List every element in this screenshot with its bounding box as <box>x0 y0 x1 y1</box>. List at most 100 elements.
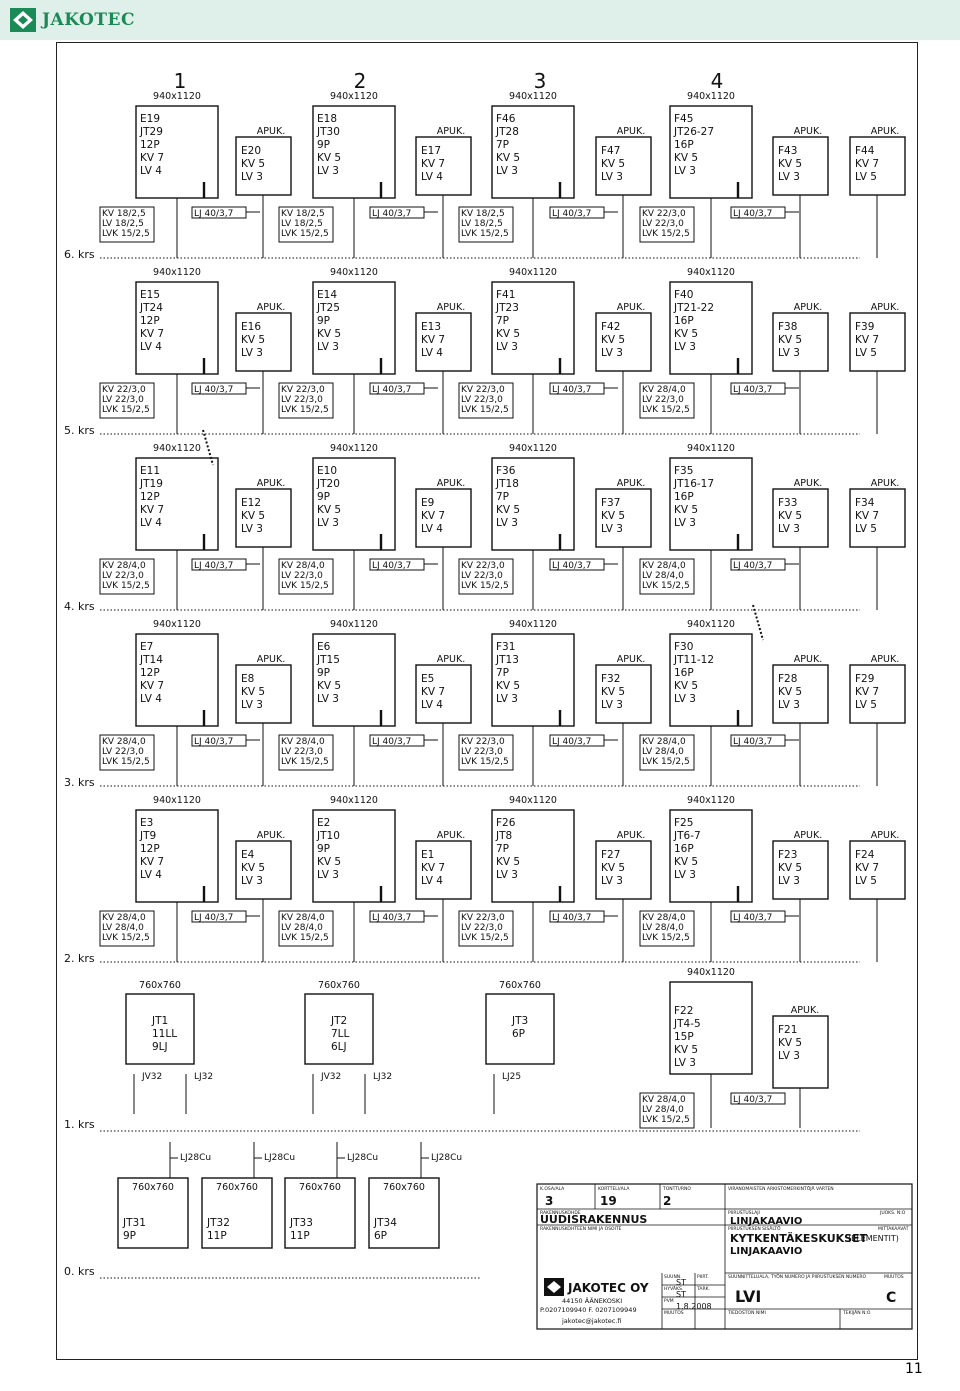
cabinet-text: KV 5 <box>496 856 520 868</box>
column-number: 2 <box>354 69 367 93</box>
cabinet-size-label: 940x1120 <box>687 443 735 454</box>
brand-name: JAKOTEC <box>42 10 135 30</box>
cable-spec-text: LV 22/3,0 <box>461 395 503 405</box>
cabinet-text: 6P <box>512 1028 525 1040</box>
auxiliary-text: LV 5 <box>855 875 877 887</box>
cabinet-text: 12P <box>140 843 160 855</box>
auxiliary-text: LV 4 <box>421 699 443 711</box>
return-cable-text: LJ 40/3,7 <box>372 913 411 923</box>
return-cable-text: LJ 40/3,7 <box>733 385 772 395</box>
cable-spec-text: KV 28/4,0 <box>102 737 146 747</box>
auxiliary-text: E16 <box>241 321 261 333</box>
cabinet-text: KV 7 <box>140 328 164 340</box>
feed-label: LJ28Cu <box>347 1153 378 1163</box>
return-cable-text: LJ 40/3,7 <box>372 385 411 395</box>
cabinet-text: JT1 <box>151 1015 168 1027</box>
company-email: jakotec@jakotec.fi <box>561 1317 622 1325</box>
auxiliary-text: LV 5 <box>855 171 877 183</box>
auxiliary-text: LV 3 <box>601 523 623 535</box>
cabinet-text: 9P <box>317 667 330 679</box>
company-address: 44150 ÄÄNEKOSKI <box>562 1296 622 1305</box>
apuk-label: APUK. <box>617 830 645 841</box>
cabinet-text: KV 5 <box>674 328 698 340</box>
auxiliary-text: LV 3 <box>601 347 623 359</box>
cabinet-text: JT10 <box>316 830 340 842</box>
cable-spec-text: LVK 15/2,5 <box>642 581 690 591</box>
cable-spec-text: LV 28/4,0 <box>642 747 684 757</box>
title-header: MITTAKAAVAT <box>878 1226 909 1232</box>
cable-spec-text: LV 18/2,5 <box>281 219 323 229</box>
cabinet-text: 9P <box>317 139 330 151</box>
apuk-label: APUK. <box>871 830 899 841</box>
title-value: LVI <box>735 1287 761 1306</box>
cable-spec-text: LV 22/3,0 <box>461 571 503 581</box>
cabinet-text: KV 5 <box>674 680 698 692</box>
title-block-frame <box>536 1183 913 1330</box>
cabinet-text: F41 <box>496 289 515 301</box>
cabinet-text: JT13 <box>495 654 519 666</box>
cabinet-text: 11P <box>290 1230 310 1242</box>
cabinet-size-label: 940x1120 <box>330 795 378 806</box>
auxiliary-text: KV 5 <box>241 158 265 170</box>
feed-label: LJ32 <box>194 1072 213 1082</box>
cable-spec-text: LV 18/2,5 <box>461 219 503 229</box>
cable-spec-box <box>639 382 695 419</box>
cabinet-text: 9P <box>317 491 330 503</box>
return-cable-text: LJ 40/3,7 <box>372 209 411 219</box>
cable-spec-text: KV 22/3,0 <box>281 385 325 395</box>
auxiliary-text: KV 7 <box>855 334 879 346</box>
cabinet-text: LV 3 <box>496 693 518 705</box>
title-header: K.OSA/ALA <box>540 1186 565 1192</box>
cabinet-text: JT21-22 <box>673 302 714 314</box>
auxiliary-text: LV 5 <box>855 523 877 535</box>
cable-spec-text: LV 22/3,0 <box>102 395 144 405</box>
floor-label: 6. krs <box>64 248 95 261</box>
cable-spec-box <box>99 558 155 595</box>
cabinet-text: LV 3 <box>317 517 339 529</box>
title-value: 19 <box>600 1194 617 1208</box>
cable-spec-box <box>99 734 155 771</box>
auxiliary-text: F32 <box>601 673 620 685</box>
apuk-label: APUK. <box>794 478 822 489</box>
cabinet-size-label: 760x760 <box>383 1182 425 1193</box>
cabinet-text: 7P <box>496 843 509 855</box>
cable-spec-box <box>278 382 334 419</box>
auxiliary-text: F21 <box>778 1024 797 1036</box>
auxiliary-text: E20 <box>241 145 261 157</box>
cabinet-text: LV 3 <box>496 869 518 881</box>
title-header: PIIRUSTUKSEN SISÄLTÖ <box>728 1225 781 1232</box>
cabinet-text: KV 7 <box>140 856 164 868</box>
auxiliary-text: E17 <box>421 145 441 157</box>
cabinet-size-label: 940x1120 <box>153 443 201 454</box>
cabinet-text: F40 <box>674 289 693 301</box>
cable-spec-text: LVK 15/2,5 <box>281 757 329 767</box>
cabinet-text: JT9 <box>139 830 156 842</box>
cabinet-text: LV 3 <box>317 341 339 353</box>
title-value: 1.8.2008 <box>676 1302 712 1311</box>
cabinet-size-label: 940x1120 <box>509 443 557 454</box>
brand-bar: JAKOTEC <box>0 0 960 40</box>
cable-spec-text: LV 28/4,0 <box>281 923 323 933</box>
apuk-label: APUK. <box>871 126 899 137</box>
cabinet-text: F30 <box>674 641 693 653</box>
cabinet-text: F31 <box>496 641 515 653</box>
cable-spec-text: LVK 15/2,5 <box>642 757 690 767</box>
title-header: HYVÄKS. <box>664 1285 683 1292</box>
cabinet-text: 16P <box>674 843 694 855</box>
cabinet-box-small <box>201 1177 273 1249</box>
cable-spec-text: LVK 15/2,5 <box>281 581 329 591</box>
cabinet-text: LV 3 <box>496 517 518 529</box>
auxiliary-text: E4 <box>241 849 255 861</box>
jakotec-logo-icon <box>10 8 36 32</box>
cabinet-size-label: 940x1120 <box>330 619 378 630</box>
cabinet-size-label: 940x1120 <box>330 443 378 454</box>
company-logo-icon <box>544 1278 564 1296</box>
cable-spec-text: LV 22/3,0 <box>281 395 323 405</box>
cabinet-size-label: 940x1120 <box>509 91 557 102</box>
feed-label: JV32 <box>141 1072 162 1082</box>
auxiliary-text: KV 5 <box>601 862 625 874</box>
cabinet-text: 7P <box>496 491 509 503</box>
title-header: MUUTOS <box>884 1274 904 1280</box>
cable-spec-text: LVK 15/2,5 <box>642 933 690 943</box>
return-cable-text: LJ 40/3,7 <box>552 209 591 219</box>
